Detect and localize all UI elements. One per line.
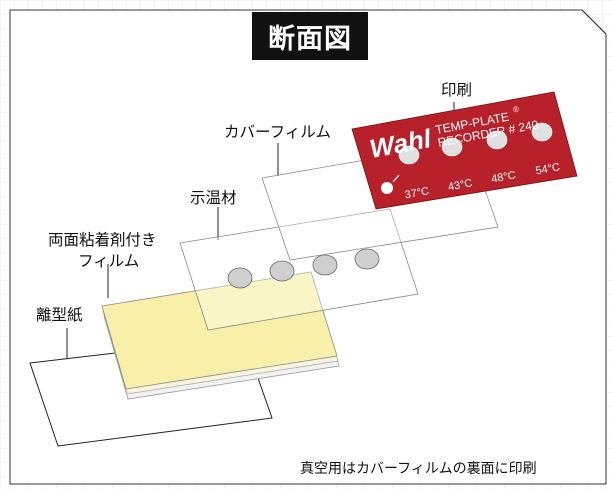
exposed-dot-icon bbox=[381, 182, 393, 194]
temp-label-4: 54°C bbox=[535, 161, 561, 177]
temp-label-3: 48°C bbox=[490, 169, 516, 185]
indicator-film bbox=[179, 208, 419, 331]
printed-card: Wahl TEMP-PLATE ® RECORDER # 240 37°C 43… bbox=[351, 91, 578, 214]
temp-dot-1 bbox=[398, 145, 420, 165]
temp-label-1: 37°C bbox=[404, 185, 430, 201]
card-registered-mark: ® bbox=[512, 105, 520, 115]
indicator-dots bbox=[227, 248, 380, 289]
temp-label-2: 43°C bbox=[447, 177, 473, 193]
label-cover-film: カバーフィルム bbox=[224, 123, 331, 141]
temp-dot-2 bbox=[441, 137, 463, 157]
label-indicator: 示温材 bbox=[190, 189, 237, 207]
label-adhesive-line1: 両面粘着剤付き bbox=[48, 231, 157, 249]
label-adhesive-line2: フィルム bbox=[78, 252, 140, 270]
vacuum-note: 真空用はカバーフィルムの裏面に印刷 bbox=[300, 461, 537, 477]
diagram-title: 断面図 bbox=[252, 12, 368, 60]
label-print: 印刷 bbox=[441, 81, 473, 99]
label-release-paper: 離型紙 bbox=[36, 306, 83, 324]
temp-dot-4 bbox=[531, 122, 553, 142]
adhesive-film-stack bbox=[101, 271, 340, 400]
temp-dot-3 bbox=[486, 130, 508, 150]
